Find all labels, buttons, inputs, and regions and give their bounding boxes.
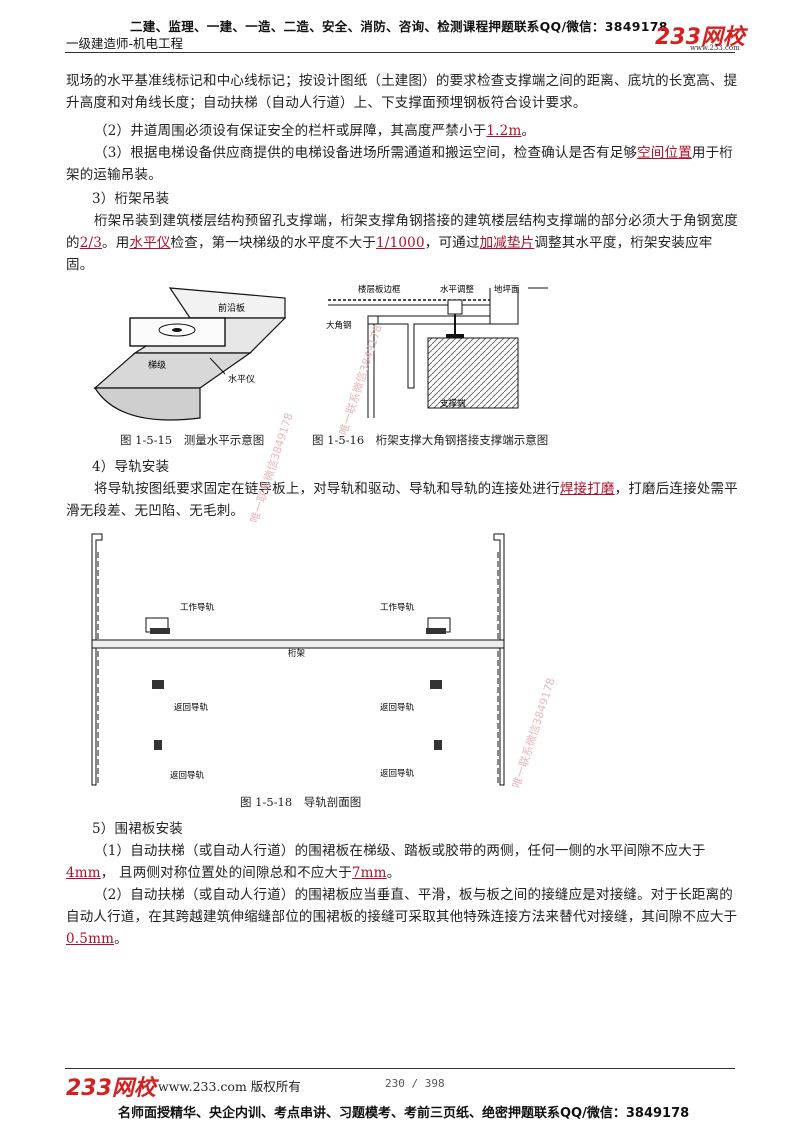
page-number: 230 / 398	[385, 1077, 445, 1090]
label-level: 水平仪	[228, 373, 255, 385]
paragraph-2: （2）井道周围必须设有保证安全的栏杆或屏障，其高度严禁小于1.2m。	[94, 123, 536, 139]
figure-level-measure: 前沿板 梯级 水平仪	[93, 287, 287, 421]
paragraph-3: （3）根据电梯设备供应商提供的电梯设备进场所需通道和搬运空间，检查确认是否有足够…	[66, 145, 734, 183]
paragraph-4: 桁架吊装到建筑楼层结构预留孔支撑端，桁架支撑角钢搭接的建筑楼层结构支撑端的部分必…	[66, 213, 738, 273]
footer-logo: 233网校	[66, 1076, 156, 1101]
label-return-rail-left-1: 返回导轨	[174, 702, 209, 713]
label-work-rail-right: 工作导轨	[380, 602, 415, 613]
paragraph-7: （2）自动扶梯（或自动人行道）的围裙板应当垂直、平滑，板与板之间的接缝应是对接缝…	[66, 887, 738, 947]
label-work-rail-left: 工作导轨	[180, 602, 215, 613]
label-return-rail-right-1: 返回导轨	[380, 702, 415, 713]
label-angle-steel: 大角钢	[326, 320, 352, 331]
figure-guide-rail-section: 工作导轨 工作导轨 桁架 返回导轨 返回导轨 返回导轨 返回导轨	[91, 533, 505, 786]
figure-angle-support: 楼层板边框 水平调整 地坪面 大角钢 支撑端	[326, 284, 548, 418]
footer-rule	[65, 1068, 735, 1069]
label-level-adjust: 水平调整	[440, 284, 475, 295]
section-3-title: 3）桁架吊装	[92, 191, 170, 207]
work-rail-left	[145, 617, 170, 634]
highlight-weld: 焊接打磨	[559, 481, 615, 497]
header-logo: 233网校	[655, 25, 745, 50]
label-support-end: 支撑端	[440, 398, 466, 409]
section-4-title: 4）导轨安装	[92, 459, 170, 475]
footer-contact-line: 名师面授精华、央企内训、考点串讲、习题模考、考前三页纸、绝密押题联系QQ/微信：…	[118, 1106, 690, 1121]
watermark-3: 唯一联系微信3849178	[509, 676, 558, 790]
label-ground: 地坪面	[494, 284, 520, 295]
highlight-1-2m: 1.2m	[486, 123, 522, 139]
paragraph-1: 现场的水平基准线标记和中心线标记；按设计图纸（土建图）的要求检查支撑端之间的距离…	[66, 73, 738, 111]
header-logo-url: www.233.com	[690, 44, 740, 52]
caption-fig-1-5-18: 图 1-5-18 导轨剖面图	[240, 795, 362, 809]
header-contact-line: 二建、监理、一建、一造、二造、安全、消防、咨询、检测课程押题联系QQ/微信：38…	[130, 19, 668, 34]
caption-fig-1-5-15: 图 1-5-15 测量水平示意图	[120, 433, 265, 447]
header-rule	[65, 52, 735, 53]
label-truss: 桁架	[288, 648, 306, 659]
work-rail-right	[426, 617, 451, 634]
highlight-space: 空间位置	[637, 145, 692, 161]
label-front-plate: 前沿板	[218, 302, 245, 314]
caption-fig-1-5-16: 图 1-5-16 桁架支撑大角钢搭接支撑端示意图	[312, 433, 549, 447]
label-floor-edge: 楼层板边框	[358, 284, 401, 295]
label-step: 梯级	[148, 359, 166, 371]
paragraph-5: 将导轨按图纸要求固定在链导板上，对导轨和驱动、导轨和导轨的连接处进行焊接打磨，打…	[66, 481, 738, 519]
label-return-rail-right-2: 返回导轨	[380, 768, 415, 779]
section-5-title: 5）围裙板安装	[92, 821, 183, 837]
label-return-rail-left-2: 返回导轨	[170, 770, 205, 781]
footer-copyright[interactable]: www.233.com 版权所有	[158, 1079, 301, 1094]
header-subject: 一级建造师-机电工程	[66, 36, 184, 51]
paragraph-6: （1）自动扶梯（或自动人行道）的围裙板在梯级、踏板或胶带的两侧，任何一侧的水平间…	[66, 843, 706, 881]
